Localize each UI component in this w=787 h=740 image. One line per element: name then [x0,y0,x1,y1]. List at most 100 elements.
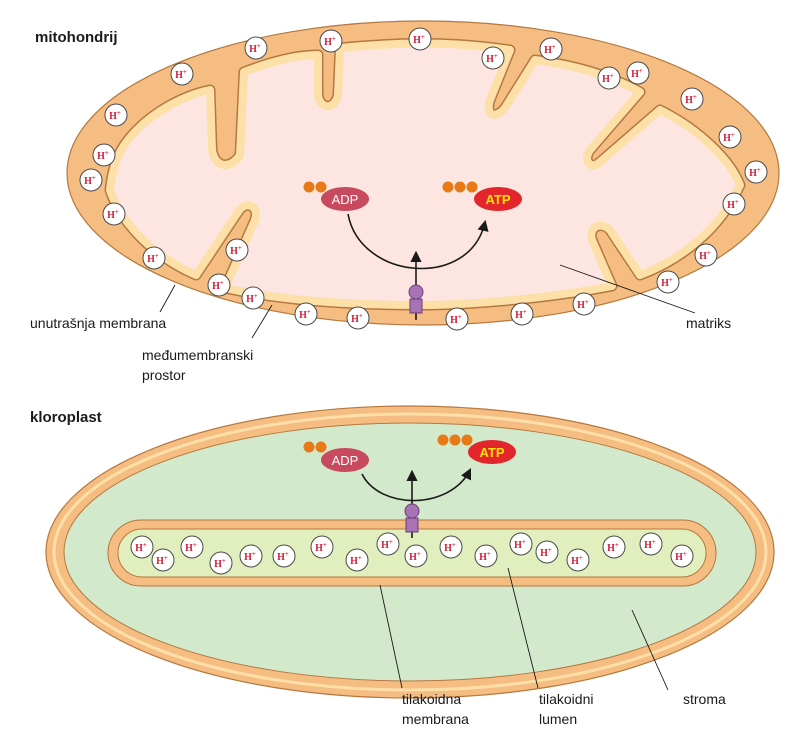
label-thylakoid-membrane-line1: tilakoidna [402,691,461,707]
proton-icon: H+ [241,286,265,310]
proton-label: H+ [631,67,643,80]
atp-synthase-icon [408,250,424,320]
chloro-atp: ATP [437,434,516,464]
proton-label: H+ [450,313,462,326]
label-matrix: matriks [686,315,731,331]
proton-icon: H+ [151,548,175,572]
mitochondrion-matrix [106,39,744,309]
proton-icon: H+ [346,306,370,330]
proton-icon: H+ [656,270,680,294]
proton-icon: H+ [79,168,103,192]
label-stroma: stroma [683,691,726,707]
phosphate-group-icon [454,181,466,193]
proton-icon: H+ [670,544,694,568]
phosphate-group-icon [315,181,327,193]
proton-icon: H+ [319,29,343,53]
mitochondrion-title: mitohondrij [35,29,118,46]
chloro-adp-badge [321,448,369,472]
proton-icon: H+ [404,544,428,568]
proton-icon: H+ [510,302,534,326]
proton-icon: H+ [376,532,400,556]
proton-label: H+ [84,174,96,187]
mito-adp: ADP [303,181,369,211]
proton-label: H+ [135,541,147,554]
proton-icon: H+ [626,61,650,85]
proton-label: H+ [175,68,187,81]
chloroplast-membrane-highlight [52,412,768,692]
proton-icon: H+ [92,143,116,167]
proton-label: H+ [351,312,363,325]
proton-label: H+ [723,131,735,144]
proton-label: H+ [97,149,109,162]
proton-icon: H+ [744,160,768,184]
proton-icon: H+ [104,103,128,127]
phosphate-group-icon [461,434,473,446]
proton-label: H+ [577,298,589,311]
proton-label: H+ [109,109,121,122]
proton-icon: H+ [439,535,463,559]
proton-label: H+ [212,279,224,292]
proton-label: H+ [315,541,327,554]
proton-icon: H+ [597,66,621,90]
proton-icon: H+ [481,46,505,70]
proton-label: H+ [540,546,552,559]
proton-label: H+ [409,550,421,563]
chloro-adp-label: ADP [332,453,359,468]
proton-icon: H+ [639,532,663,556]
mito-adp-label: ADP [332,192,359,207]
chloroplast-title: kloroplast [30,409,102,426]
proton-label: H+ [607,541,619,554]
proton-label: H+ [350,554,362,567]
proton-label: H+ [185,541,197,554]
proton-label: H+ [571,554,583,567]
reaction-arrow-icon [361,467,472,502]
phosphate-group-icon [466,181,478,193]
mito-atp-badge [474,187,522,211]
proton-icon: H+ [294,302,318,326]
proton-label: H+ [675,550,687,563]
proton-icon: H+ [680,87,704,111]
chloro-atp-label: ATP [479,445,504,460]
proton-label: H+ [479,550,491,563]
proton-icon: H+ [445,307,469,331]
mitochondrion: ADP ATP H+H+H+H+H+H+H+H+H+H+H+H+H+H+H+H+… [66,20,780,339]
mito-proton-group: H+H+H+H+H+H+H+H+H+H+H+H+H+H+H+H+H+H+H+H+… [79,27,768,331]
mito-atp: ATP [442,181,522,211]
label-intermembrane-line1: međumembranski [142,347,253,363]
label-thylakoid-lumen-line1: tilakoidni [539,691,593,707]
proton-label: H+ [277,550,289,563]
callout-line-stroma [631,609,669,691]
proton-icon: H+ [474,544,498,568]
callout-line-thylakoid-membrane [379,584,403,689]
chloro-atp-badge [468,440,516,464]
proton-icon: H+ [722,192,746,216]
chloroplast: H+H+H+H+H+H+H+H+H+H+H+H+H+H+H+H+H+H+ ADP… [45,405,775,699]
proton-icon: H+ [509,532,533,556]
proton-icon: H+ [345,548,369,572]
callout-line-thylakoid-lumen [507,567,539,689]
proton-label: H+ [661,276,673,289]
mito-adp-badge [321,187,369,211]
proton-icon: H+ [566,548,590,572]
proton-icon: H+ [572,292,596,316]
proton-label: H+ [246,292,258,305]
proton-label: H+ [299,308,311,321]
proton-icon: H+ [239,544,263,568]
proton-icon: H+ [310,535,334,559]
label-inner-membrane: unutrašnja membrana [30,315,166,331]
proton-icon: H+ [408,27,432,51]
proton-icon: H+ [535,540,559,564]
proton-label: H+ [413,33,425,46]
label-intermembrane-line2: prostor [142,367,186,383]
proton-label: H+ [324,35,336,48]
proton-icon: H+ [244,36,268,60]
proton-label: H+ [514,538,526,551]
proton-label: H+ [727,198,739,211]
proton-label: H+ [147,252,159,265]
proton-label: H+ [444,541,456,554]
proton-icon: H+ [130,535,154,559]
callout-line-inner-membrane [159,284,176,313]
proton-icon: H+ [209,551,233,575]
proton-icon: H+ [272,544,296,568]
